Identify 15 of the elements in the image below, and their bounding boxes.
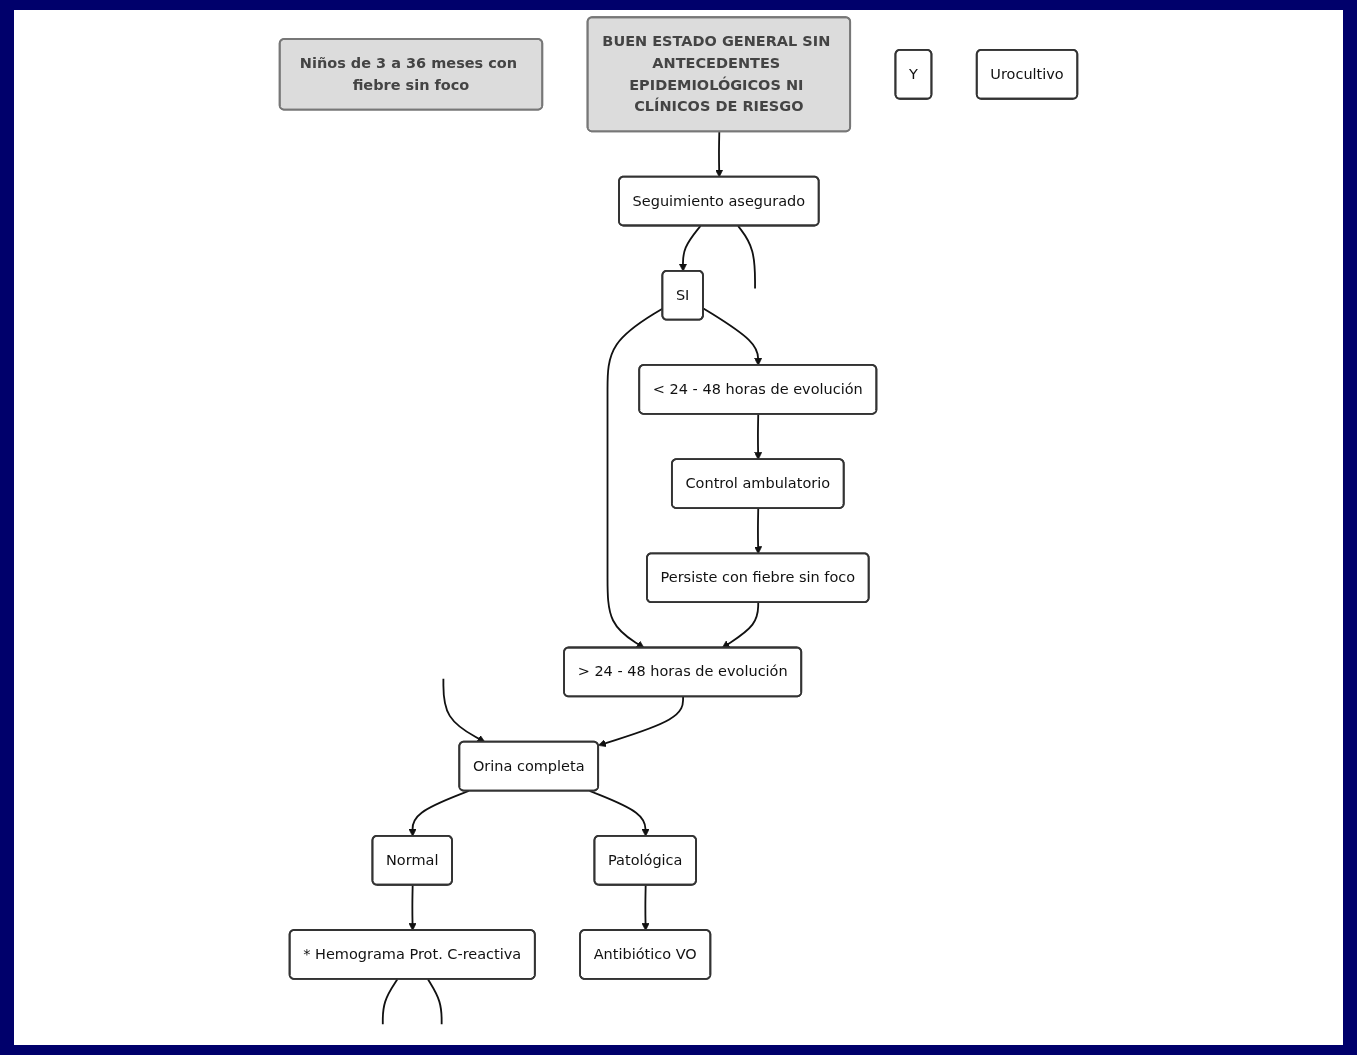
connector bbox=[737, 225, 756, 290]
arrow bbox=[408, 790, 470, 837]
connector bbox=[427, 978, 443, 1026]
arrow bbox=[641, 884, 650, 931]
arrow bbox=[588, 790, 650, 837]
arrow bbox=[408, 884, 417, 931]
arrow bbox=[679, 225, 702, 272]
connector bbox=[381, 978, 399, 1026]
arrow bbox=[715, 130, 724, 178]
arrow bbox=[702, 307, 763, 366]
arrow bbox=[754, 507, 763, 555]
arrow bbox=[721, 601, 760, 649]
arrow bbox=[598, 695, 684, 748]
arrow bbox=[754, 413, 763, 460]
arrow bbox=[442, 677, 486, 743]
